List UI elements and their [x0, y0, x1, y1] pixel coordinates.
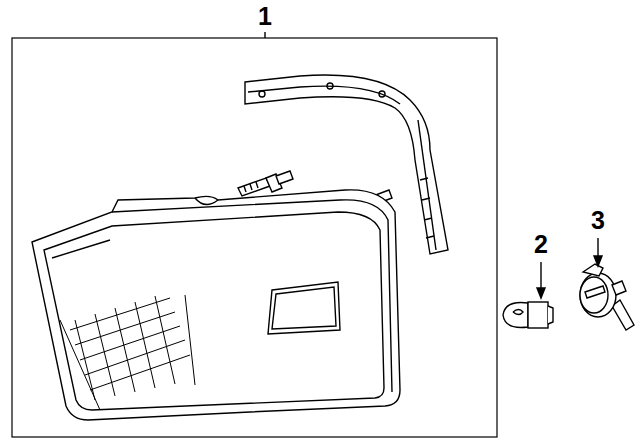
arrowhead [594, 256, 602, 266]
callout-number: 1 [256, 4, 274, 29]
callout-number: 3 [589, 208, 607, 233]
group-frame [12, 38, 497, 437]
callout-number: 2 [532, 232, 550, 257]
lamp-lens [32, 190, 400, 420]
arrowhead [537, 288, 545, 298]
stud [238, 171, 293, 196]
leader-line [264, 32, 265, 38]
bulb-socket [580, 264, 634, 330]
bulb [503, 302, 553, 328]
